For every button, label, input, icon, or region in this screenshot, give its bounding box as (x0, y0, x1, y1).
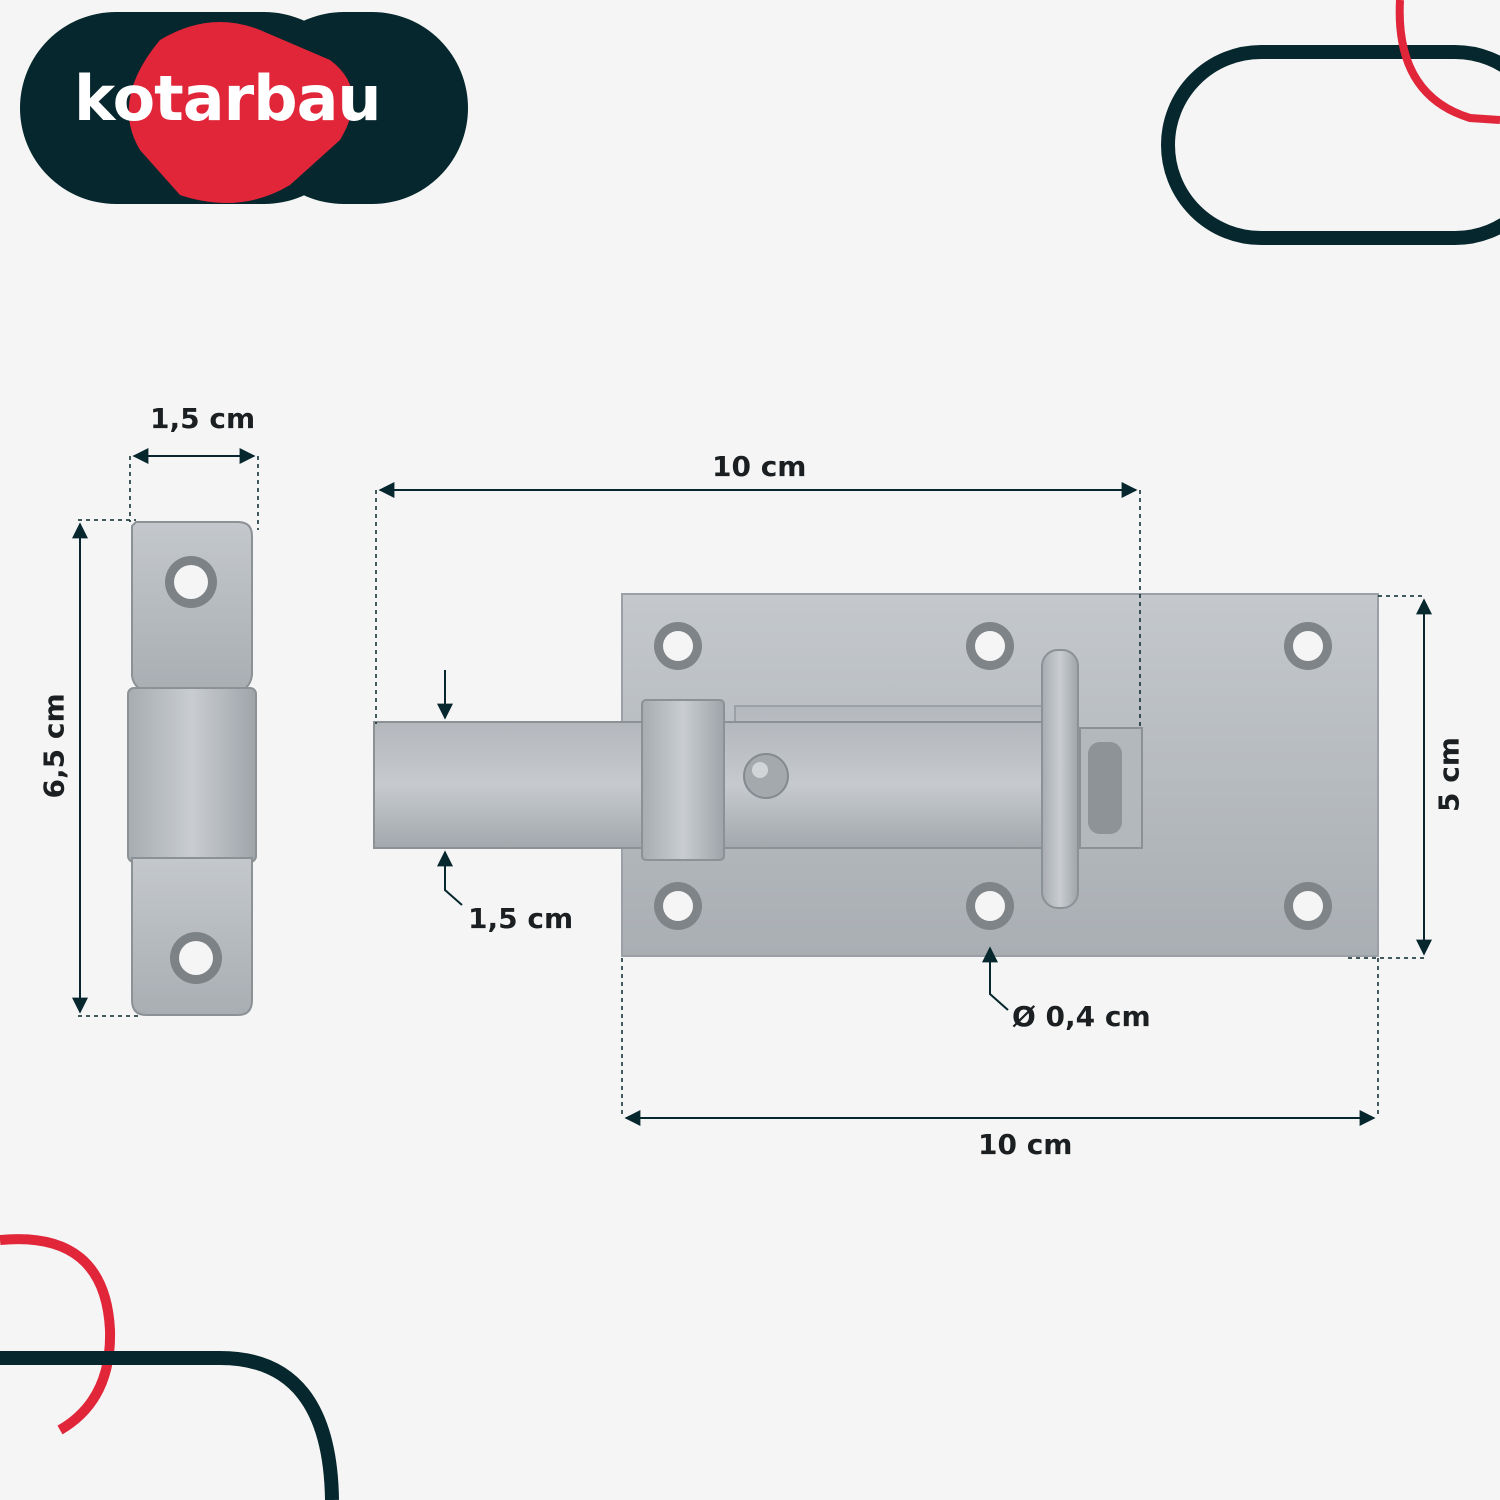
strike-width-label: 1,5 cm (150, 402, 256, 435)
brand-logo (20, 12, 468, 204)
bolt-staple (641, 699, 725, 861)
bolt-knob (743, 753, 789, 799)
decor-top-right (1161, 0, 1500, 245)
plate-height-label: 5 cm (1432, 737, 1466, 813)
bolt-travel-label: 10 cm (712, 450, 807, 483)
plate-length-label: 10 cm (978, 1128, 1073, 1161)
hole-diameter-label: Ø 0,4 cm (1012, 1000, 1151, 1033)
bolt-width-label: 1,5 cm (468, 902, 574, 935)
dimension-lines (72, 448, 1432, 1126)
brand-name: kotarbau (74, 62, 382, 135)
strike-height-label: 6,5 cm (37, 693, 71, 799)
decor-bottom-left (0, 1234, 339, 1500)
logo-red-shape (128, 22, 353, 203)
bolt-handle (1041, 649, 1079, 909)
mounting-holes (654, 622, 1332, 930)
bolt-base-plate (373, 593, 1379, 957)
strike-plate (127, 521, 257, 1016)
